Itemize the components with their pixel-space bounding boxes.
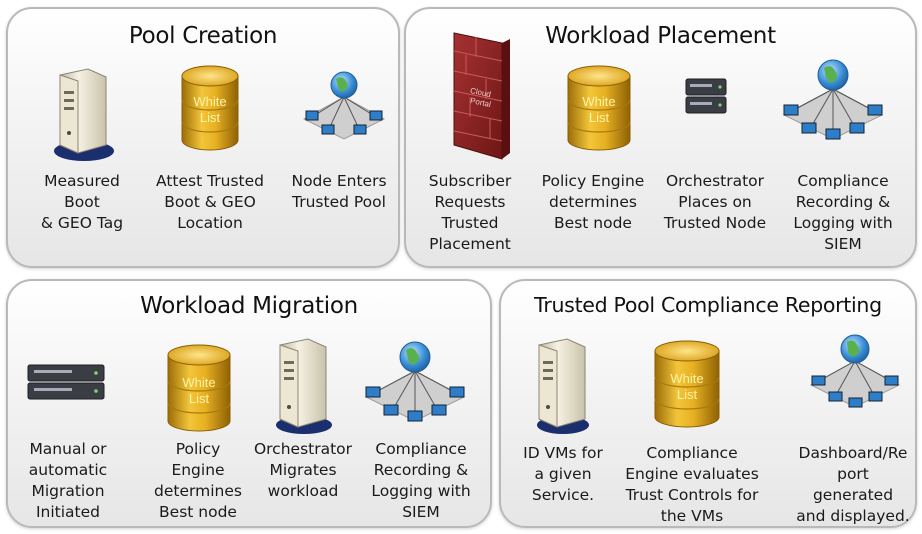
workload-placement-title: Workload Placement [545,23,776,49]
workload-migration-title: Workload Migration [140,293,358,319]
database-label-line1: White [193,94,226,109]
workload-migration-panel: Workload Migration White List [6,279,492,528]
step-compliance-recording-label: Compliance Recording & Logging with SIEM [793,172,893,253]
tower-server-icon [54,68,114,161]
step-subscriber-requests-label: Subscriber Requests Trusted Placement [428,172,512,253]
database-label-line1: White [182,375,215,390]
pool-creation-panel: Pool Creation White List Measured Boot &… [6,7,400,268]
step-manual-migration-label: Manual or automatic Migration Initiated [28,440,108,521]
step-policy-engine-label: Policy Engine determines Best node [154,440,242,521]
step-compliance-recording-label: Compliance Recording & Logging with SIEM [371,440,471,521]
database-icon: White List [167,344,231,432]
firewall-icon: Cloud Portal [453,32,510,160]
step-policy-engine-label: Policy Engine determines Best node [541,172,645,232]
tower-server-icon [276,338,332,434]
compliance-reporting-title: Trusted Pool Compliance Reporting [534,293,882,317]
rack-server-icon [685,78,727,114]
step-orchestrator-migrates-label: Orchestrator Migrates workload [253,440,353,500]
network-globe-icon [364,341,466,422]
step-measured-boot-label: Measured Boot & GEO Tag [40,172,124,232]
database-label-line2: List [200,110,221,125]
database-label-line2: List [589,110,610,125]
network-globe-icon [782,59,884,140]
firewall-label-line1: Cloud [469,86,491,99]
database-label-line1: White [582,94,615,109]
compliance-reporting-panel: Trusted Pool Compliance Reporting White … [499,279,917,528]
database-icon: White List [181,65,239,151]
database-label-line2: List [677,387,698,402]
workload-placement-panel: Workload Placement Cloud Portal White Li… [404,7,917,268]
step-id-vms-label: ID VMs for a given Service. [523,444,603,504]
step-orchestrator-places-label: Orchestrator Places on Trusted Node [663,172,767,232]
firewall-label-line2: Portal [469,96,492,109]
rack-server-icon [27,364,105,400]
step-node-enters-label: Node Enters Trusted Pool [291,172,387,211]
step-attest-trusted-label: Attest Trusted Boot & GEO Location [155,172,264,232]
database-label-line2: List [189,391,210,406]
step-compliance-engine-label: Compliance Engine evaluates Trust Contro… [625,444,759,525]
step-dashboard-report-label: Dashboard/Re port generated and displaye… [796,444,910,525]
database-label-line1: White [670,371,703,386]
network-globe-icon [809,334,901,408]
database-icon: White List [567,65,631,151]
database-icon: White List [654,340,720,428]
network-globe-icon [302,71,386,140]
pool-creation-title: Pool Creation [128,23,278,49]
tower-server-icon [537,338,589,434]
